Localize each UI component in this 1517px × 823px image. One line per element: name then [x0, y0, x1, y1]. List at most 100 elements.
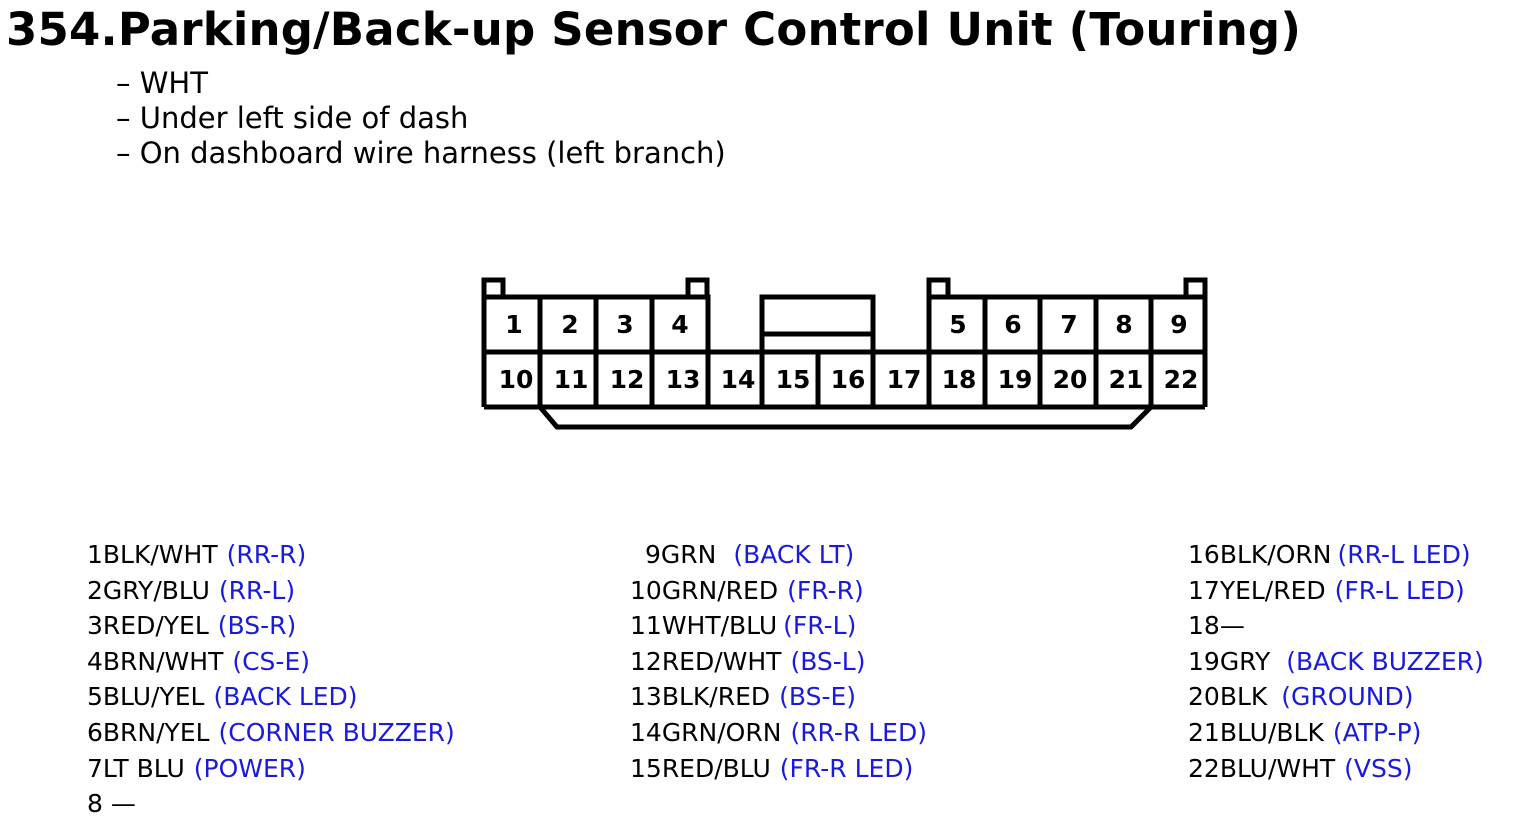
wire-color: — — [102, 789, 136, 819]
connector-skirt — [538, 405, 1153, 430]
pin-row: 4BRN/WHT(CS-E) — [87, 644, 455, 680]
pin-row: 8 — — [87, 786, 455, 822]
wire-color: BLU/BLK — [1219, 717, 1324, 747]
pin-row: 13BLK/RED (BS-E) — [630, 679, 927, 715]
wire-color: RED/WHT — [661, 646, 782, 676]
wire-color: GRN — [660, 540, 717, 569]
wire-color: GRN/ORN — [661, 717, 782, 747]
pin-number: 4 — [87, 646, 103, 676]
pin-number: 1 — [87, 540, 103, 569]
pin-row: 16BLK/ORN(RR-L LED) — [1188, 537, 1484, 573]
wire-color: GRN/RED — [661, 575, 779, 605]
pin-label: 13 — [666, 365, 701, 394]
pin-label: 20 — [1053, 365, 1088, 394]
latch-tab — [1183, 277, 1208, 300]
pin-number: 16 — [1188, 540, 1220, 569]
connector-notes: – WHT – Under left side of dash – On das… — [116, 66, 726, 171]
pin-function: (ATP-P) — [1332, 717, 1422, 747]
pin-label: 3 — [616, 310, 633, 339]
note-location: – Under left side of dash — [116, 101, 469, 135]
pin-row: 19GRY(BACK BUZZER) — [1188, 644, 1484, 680]
wire-color: RED/BLU — [661, 753, 771, 783]
pin-label: 22 — [1164, 365, 1199, 394]
pin-row: 20BLK(GROUND) — [1188, 679, 1484, 715]
pin-function: (GROUND) — [1281, 682, 1414, 712]
wire-color: YEL/RED — [1219, 575, 1326, 605]
pin-row: 6BRN/YEL (CORNER BUZZER) — [87, 715, 455, 751]
note-color: – WHT — [116, 66, 208, 100]
pin-label: 19 — [998, 365, 1033, 394]
note-harness: – On dashboard wire harness (left branch… — [116, 136, 726, 170]
pin-number: 15 — [630, 753, 662, 783]
pin-number: 9 — [645, 540, 661, 569]
pin-row: 18— — [1188, 608, 1484, 644]
pin-label: 21 — [1109, 365, 1144, 394]
wire-color: BRN/WHT — [102, 646, 224, 676]
pin-function: (RR-R) — [226, 540, 307, 569]
pin-function: (POWER) — [193, 753, 306, 783]
pin-number: 5 — [87, 682, 103, 712]
pin-number: 19 — [1188, 646, 1220, 676]
pin-label: 15 — [776, 365, 811, 394]
pin-number: 22 — [1188, 753, 1220, 783]
wire-color: WHT/BLU — [661, 611, 778, 641]
pin-label: 8 — [1115, 310, 1132, 339]
pin-number: 12 — [630, 646, 662, 676]
pin-function: (FR-L) — [783, 611, 857, 641]
pin-label: 18 — [942, 365, 977, 394]
pin-label: 10 — [499, 365, 534, 394]
pin-row: 17YEL/RED(FR-L LED) — [1188, 573, 1484, 609]
wire-color: GRY — [1219, 646, 1271, 676]
pin-label: 9 — [1170, 310, 1187, 339]
pin-number: 13 — [630, 682, 662, 712]
pin-row: 12RED/WHT(BS-L) — [630, 644, 927, 680]
wire-color: BLU/YEL — [102, 682, 205, 712]
pin-label: 17 — [887, 365, 922, 394]
pin-function: (BS-E) — [779, 682, 857, 712]
pin-row: 5BLU/YEL (BACK LED) — [87, 679, 455, 715]
wire-color: BLK/RED — [661, 682, 771, 712]
pin-list-column-2: 9GRN(BACK LT) 10GRN/RED(FR-R) 11WHT/BLU(… — [630, 537, 927, 786]
wire-color: LT BLU — [102, 753, 185, 783]
pin-label: 14 — [721, 365, 756, 394]
pin-number: 18 — [1188, 611, 1220, 641]
latch-tab — [481, 277, 506, 300]
pin-function: (RR-L) — [218, 575, 296, 605]
pin-number: 20 — [1188, 682, 1220, 712]
pin-label: 7 — [1060, 310, 1077, 339]
pin-function: (FR-R LED) — [779, 753, 914, 783]
pin-list-column-1: 1BLK/WHT(RR-R) 2GRY/BLU(RR-L) 3RED/YEL(B… — [87, 537, 455, 822]
wire-color: RED/YEL — [102, 611, 209, 641]
pin-label: 4 — [671, 310, 688, 339]
pin-number: 7 — [87, 753, 103, 783]
pin-row: 1BLK/WHT(RR-R) — [87, 537, 455, 573]
wire-color: BRN/YEL — [102, 717, 210, 747]
pin-number: 6 — [87, 717, 103, 747]
pin-row: 11WHT/BLU(FR-L) — [630, 608, 927, 644]
latch-tab — [685, 277, 710, 300]
pin-function: (BACK LT) — [733, 540, 855, 569]
pin-row: 9GRN (BACK LT) — [630, 537, 927, 573]
pin-number: 14 — [630, 717, 662, 747]
pin-number: 21 — [1188, 717, 1220, 747]
pin-row: 21BLU/BLK (ATP-P) — [1188, 715, 1484, 751]
pin-row: 15RED/BLU (FR-R LED) — [630, 751, 927, 787]
pin-label: 6 — [1004, 310, 1021, 339]
pin-label: 2 — [561, 310, 578, 339]
pin-row: 2GRY/BLU(RR-L) — [87, 573, 455, 609]
pin-label: 12 — [610, 365, 645, 394]
center-key — [759, 294, 876, 337]
pin-function: (RR-R LED) — [790, 717, 927, 747]
wire-color: BLK/ORN — [1219, 540, 1332, 569]
pin-function: (FR-L LED) — [1334, 575, 1465, 605]
pin-label: 5 — [949, 310, 966, 339]
pin-function: (CORNER BUZZER) — [218, 717, 455, 747]
pin-function: (BACK LED) — [213, 682, 358, 712]
pin-row: 7LT BLU (POWER) — [87, 751, 455, 787]
page-title: 354.Parking/Back-up Sensor Control Unit … — [6, 3, 1302, 56]
pin-function: (RR-L LED) — [1337, 540, 1471, 569]
pin-number: 10 — [630, 575, 662, 605]
wire-color: BLU/WHT — [1219, 753, 1336, 783]
pin-number: 2 — [87, 575, 103, 605]
pin-number: 11 — [630, 611, 662, 641]
